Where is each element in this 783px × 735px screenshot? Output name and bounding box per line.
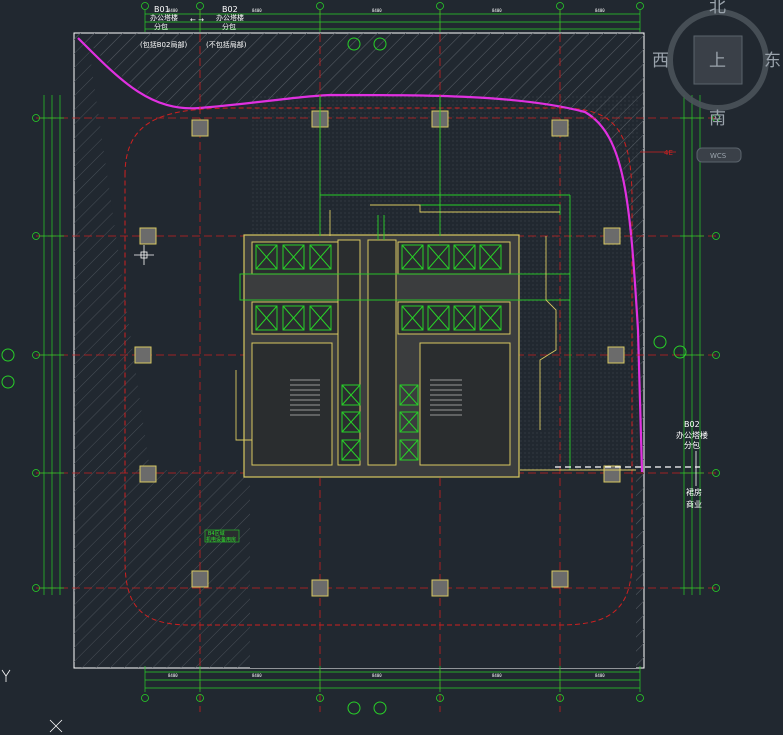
b01-note: (包括B02局部) (140, 40, 187, 49)
b02-title: 办公塔楼 (216, 13, 244, 22)
wcs-menu-label: WCS (710, 152, 727, 160)
b02-code: B02 (222, 5, 238, 14)
dimension-lines-top (144, 10, 641, 32)
right-code: B02 (684, 420, 700, 429)
room-label: B4区域 机电设备用房 (204, 529, 240, 543)
right-block-2: 商业 (686, 499, 702, 509)
svg-text:8400: 8400 (168, 8, 178, 13)
building-outline (124, 107, 633, 626)
viewcube-top-face[interactable] (693, 35, 743, 85)
columns (134, 110, 625, 597)
svg-text:← →: ← → (190, 16, 204, 24)
svg-text:8400: 8400 (492, 673, 502, 678)
compass-west[interactable]: 西 (652, 51, 669, 71)
tenancy-annotations-right: B02 办公塔楼 分包 裙房 商业 (676, 420, 708, 509)
room-label-sub: 机电设备用房 (206, 536, 236, 543)
svg-text:8400: 8400 (595, 673, 605, 678)
viewcube-ring[interactable] (667, 9, 769, 111)
dimension-text: 8400 8400 8400 8400 8400 8400 8400 8400 … (168, 8, 605, 678)
svg-text:8400: 8400 (252, 8, 262, 13)
property-line (77, 37, 644, 473)
ucs-icon (1, 669, 63, 733)
b02-note: (不包括局部) (206, 40, 247, 49)
grid-bubbles-left (32, 114, 40, 592)
svg-text:8400: 8400 (372, 673, 382, 678)
b02-sub: 分包 (222, 22, 236, 31)
svg-text:8400: 8400 (595, 8, 605, 13)
b01-title: 办公塔楼 (150, 13, 178, 22)
right-sub: 分包 (684, 440, 700, 450)
svg-text:8400: 8400 (492, 8, 502, 13)
svg-text:8400: 8400 (252, 673, 262, 678)
red-tag-text: 4E (664, 149, 673, 157)
wcs-menu-button[interactable] (696, 147, 742, 163)
grid-bubbles-right (712, 114, 720, 592)
dimension-lines-right (680, 95, 704, 595)
dimension-lines-bottom (144, 666, 641, 692)
compass-south[interactable]: 南 (709, 109, 726, 129)
dimension-lines-left (40, 95, 64, 595)
stairs (290, 379, 462, 416)
right-block-1: 裙房 (686, 487, 702, 497)
b01-code: B01 (154, 5, 170, 14)
svg-text:8400: 8400 (372, 8, 382, 13)
compass-north[interactable]: 北 (709, 0, 726, 17)
section-markers (1, 37, 687, 715)
right-title: 办公塔楼 (676, 430, 708, 440)
red-tag: 4E (640, 149, 676, 157)
viewcube-top-label: 上 (709, 51, 726, 71)
yellow-walls (235, 204, 636, 471)
b01-sub: 分包 (154, 22, 168, 31)
svg-text:8400: 8400 (168, 673, 178, 678)
grid-bubbles-bottom (141, 694, 644, 702)
tenancy-annotations-top: B01 办公塔楼 分包 (包括B02局部) B02 办公塔楼 分包 (不包括局部… (140, 5, 247, 49)
grid-bubbles-top (141, 2, 644, 10)
elevators (255, 244, 502, 461)
building-core (243, 234, 520, 478)
crosshair-cursor (134, 245, 154, 265)
viewcube[interactable]: 上 北 南 东 西 WCS (652, 0, 781, 163)
room-label-title: B4区域 (208, 530, 225, 537)
compass-east[interactable]: 东 (764, 51, 781, 71)
